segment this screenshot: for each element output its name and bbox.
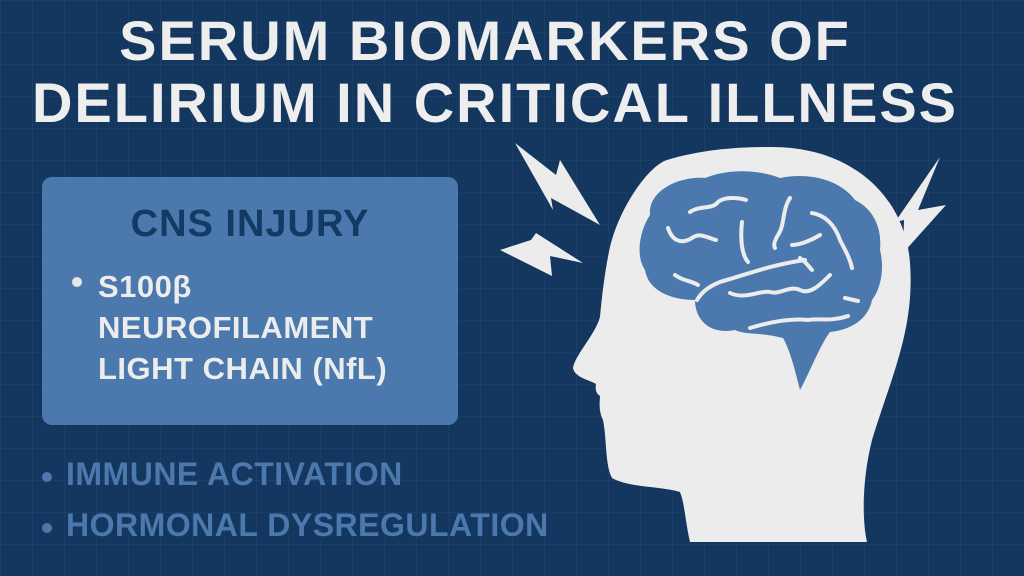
bullet-icon [72,277,82,287]
lightning-bolt-icon [515,143,600,225]
item-immune-activation: IMMUNE ACTIVATION [42,456,403,493]
title-line-1: SERUM BIOMARKERS OF [119,9,851,72]
cns-injury-heading: CNS INJURY [130,203,370,245]
lightning-bolt-icons [500,143,946,276]
cns-injury-panel: CNS INJURY S100β NEUROFILAMENT LIGHT CHA… [42,177,458,425]
biomarker-s100b: S100β [98,269,192,304]
bullet-icon [42,471,52,482]
bullet-icon [42,522,52,533]
title-line-2: DELIRIUM IN CRITICAL ILLNESS [31,71,959,134]
biomarker-nfl-line2: LIGHT CHAIN (NfL) [98,351,388,386]
item-hormonal-dysregulation: HORMONAL DYSREGULATION [42,507,549,544]
item-label: HORMONAL DYSREGULATION [66,507,549,543]
item-label: IMMUNE ACTIVATION [66,456,403,492]
lightning-bolt-icon [500,233,583,276]
brain-icon [639,171,883,390]
biomarker-nfl-line1: NEUROFILAMENT [98,310,374,345]
lightning-bolt-icon [895,157,946,253]
